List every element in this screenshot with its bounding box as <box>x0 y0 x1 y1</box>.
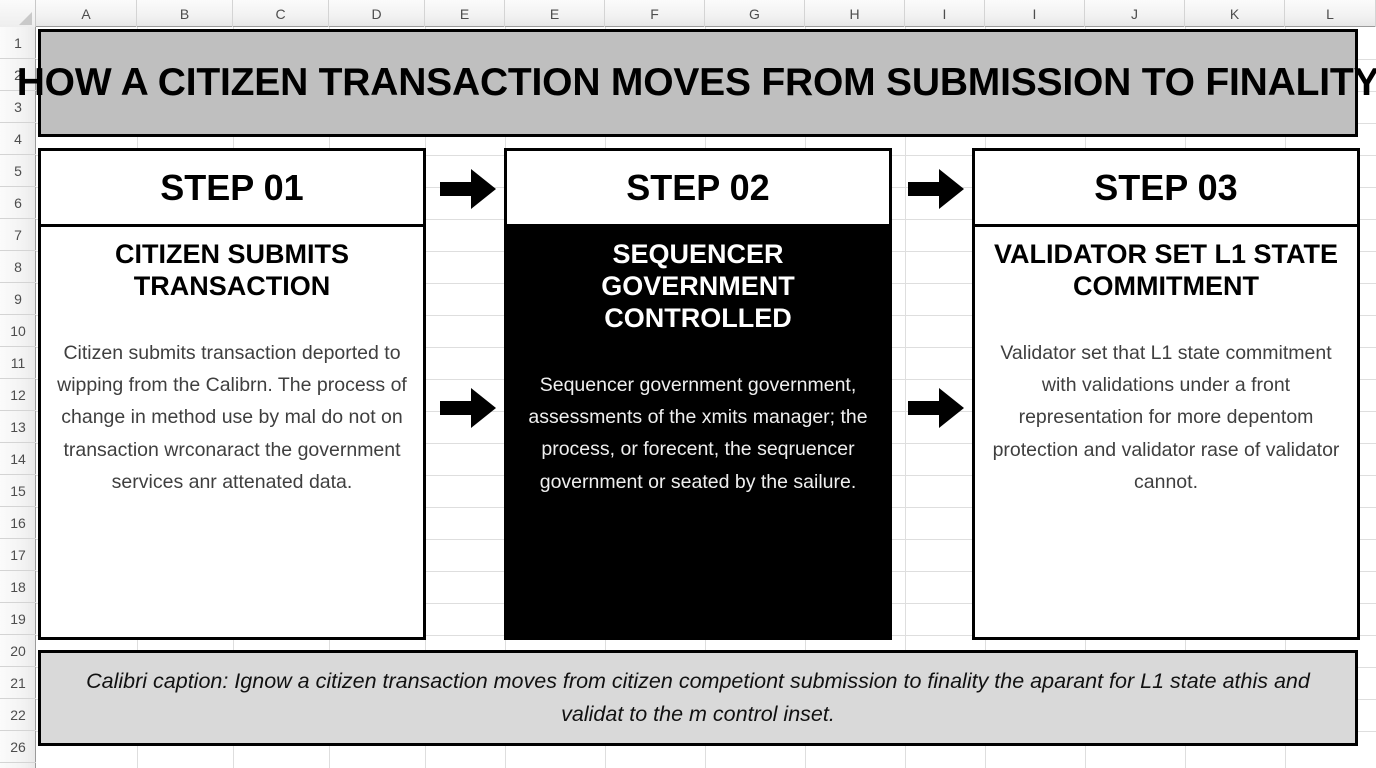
row-header-5[interactable]: 5 <box>0 155 36 187</box>
row-header-10[interactable]: 10 <box>0 315 36 347</box>
row-header-15[interactable]: 15 <box>0 475 36 507</box>
column-header-h-8[interactable]: H <box>805 0 905 27</box>
title-banner: HOW A CITIZEN TRANSACTION MOVES FROM SUB… <box>17 29 1376 137</box>
page-title: HOW A CITIZEN TRANSACTION MOVES FROM SUB… <box>16 61 1376 104</box>
step-card-01[interactable]: STEP 01 CITIZEN SUBMITS TRANSACTION Citi… <box>38 148 426 640</box>
column-header-k-12[interactable]: K <box>1185 0 1285 27</box>
step-01-header: STEP 01 <box>41 151 423 227</box>
column-header-l-13[interactable]: L <box>1285 0 1376 27</box>
row-header-16[interactable]: 16 <box>0 507 36 539</box>
row-header-8[interactable]: 8 <box>0 251 36 283</box>
row-header-17[interactable]: 17 <box>0 539 36 571</box>
row-header-21[interactable]: 21 <box>0 667 36 699</box>
row-header-3[interactable]: 3 <box>0 91 36 123</box>
gridline-vertical <box>905 27 906 768</box>
right-arrow-icon <box>438 385 498 431</box>
step-01-title: CITIZEN SUBMITS TRANSACTION <box>115 239 349 301</box>
right-arrow-icon <box>906 385 966 431</box>
row-header-1[interactable]: 1 <box>0 27 36 59</box>
column-header-e-4[interactable]: E <box>425 0 505 27</box>
step-03-header: STEP 03 <box>975 151 1357 227</box>
step-02-title: SEQUENCER GOVERNMENT CONTROLLED <box>601 239 795 333</box>
row-header-22[interactable]: 22 <box>0 699 36 731</box>
step-02-body: SEQUENCER GOVERNMENT CONTROLLED Sequence… <box>507 227 889 637</box>
column-header-b-1[interactable]: B <box>137 0 233 27</box>
caption-text: Calibri caption: Ignow a citizen transac… <box>86 668 1310 726</box>
row-header-26[interactable]: 26 <box>0 731 36 763</box>
step-02-header-label: STEP 02 <box>626 166 770 208</box>
row-header-4[interactable]: 4 <box>0 123 36 155</box>
row-header-14[interactable]: 14 <box>0 443 36 475</box>
step-03-header-label: STEP 03 <box>1094 166 1238 208</box>
row-header-9[interactable]: 9 <box>0 283 36 315</box>
step-02-description: Sequencer government government, assessm… <box>528 373 868 493</box>
select-all-corner-button[interactable] <box>0 0 36 27</box>
select-all-triangle-icon <box>19 12 32 25</box>
step-01-description: Citizen submits transaction deported to … <box>57 341 407 494</box>
column-header-i-9[interactable]: I <box>905 0 985 27</box>
caption-bar: Calibri caption: Ignow a citizen transac… <box>38 650 1358 746</box>
step-03-title: VALIDATOR SET L1 STATE COMMITMENT <box>993 239 1338 301</box>
column-header-j-11[interactable]: J <box>1085 0 1185 27</box>
column-header-i-10[interactable]: I <box>985 0 1085 27</box>
column-header-d-3[interactable]: D <box>329 0 425 27</box>
step-02-header: STEP 02 <box>507 151 889 227</box>
row-header-12[interactable]: 12 <box>0 379 36 411</box>
right-arrow-icon <box>438 166 498 212</box>
column-header-c-2[interactable]: C <box>233 0 329 27</box>
column-header-g-7[interactable]: G <box>705 0 805 27</box>
row-header-19[interactable]: 19 <box>0 603 36 635</box>
column-header-e-5[interactable]: E <box>505 0 605 27</box>
column-header-a-0[interactable]: A <box>36 0 137 27</box>
row-header-20[interactable]: 20 <box>0 635 36 667</box>
row-header-7[interactable]: 7 <box>0 219 36 251</box>
step-card-02[interactable]: STEP 02 SEQUENCER GOVERNMENT CONTROLLED … <box>504 148 892 640</box>
right-arrow-icon <box>906 166 966 212</box>
row-header-6[interactable]: 6 <box>0 187 36 219</box>
row-header-13[interactable]: 13 <box>0 411 36 443</box>
column-header-f-6[interactable]: F <box>605 0 705 27</box>
step-03-body: VALIDATOR SET L1 STATE COMMITMENT Valida… <box>975 227 1357 637</box>
step-03-description: Validator set that L1 state commitment w… <box>992 341 1340 494</box>
step-01-header-label: STEP 01 <box>160 166 304 208</box>
row-header-18[interactable]: 18 <box>0 571 36 603</box>
row-header-11[interactable]: 11 <box>0 347 36 379</box>
step-01-body: CITIZEN SUBMITS TRANSACTION Citizen subm… <box>41 227 423 637</box>
step-card-03[interactable]: STEP 03 VALIDATOR SET L1 STATE COMMITMEN… <box>972 148 1360 640</box>
row-header-2[interactable]: 2 <box>0 59 36 91</box>
